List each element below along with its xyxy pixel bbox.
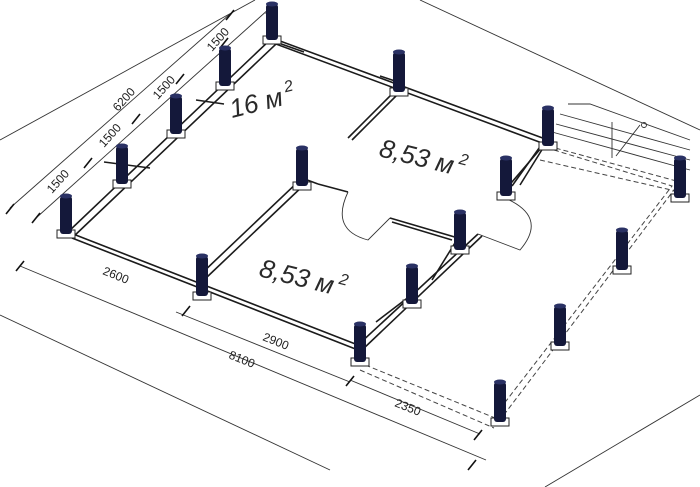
pile-5	[56, 193, 76, 239]
room-labels: 16 м2 8,53 м2 8,53 м2	[226, 78, 471, 304]
dim-overall-left: 6200	[110, 85, 138, 114]
dim-front-total: 8100	[227, 348, 257, 371]
pile-16	[550, 303, 570, 351]
dimension-lines	[5, 3, 487, 471]
pile-17	[490, 379, 510, 427]
pile-8	[496, 155, 516, 201]
foundation-piles	[56, 1, 690, 427]
pile-2	[215, 45, 235, 91]
stairs	[551, 103, 691, 171]
dim-terrace: 2350	[393, 396, 423, 419]
pile-13	[350, 321, 370, 367]
pile-1	[262, 1, 282, 45]
pile-6	[389, 49, 409, 97]
pile-15	[612, 227, 632, 275]
pile-7	[538, 105, 558, 151]
dim-left-seg-1: 1500	[44, 167, 72, 196]
pile-14	[670, 155, 690, 203]
pile-3	[166, 93, 186, 139]
dim-front-seg-2: 2900	[261, 330, 291, 353]
room-area-853-lower: 8,53 м2	[257, 252, 351, 304]
pile-9	[292, 145, 312, 191]
pile-10	[450, 209, 470, 255]
pile-4	[112, 143, 132, 189]
room-area-853-upper: 8,53 м2	[377, 132, 471, 184]
dim-front-seg-1: 2600	[101, 264, 131, 287]
door-opening	[341, 191, 532, 251]
house-perimeter	[67, 37, 550, 351]
pile-12	[192, 253, 212, 301]
pile-11	[402, 263, 422, 309]
room-area-16: 16 м2	[226, 78, 298, 124]
